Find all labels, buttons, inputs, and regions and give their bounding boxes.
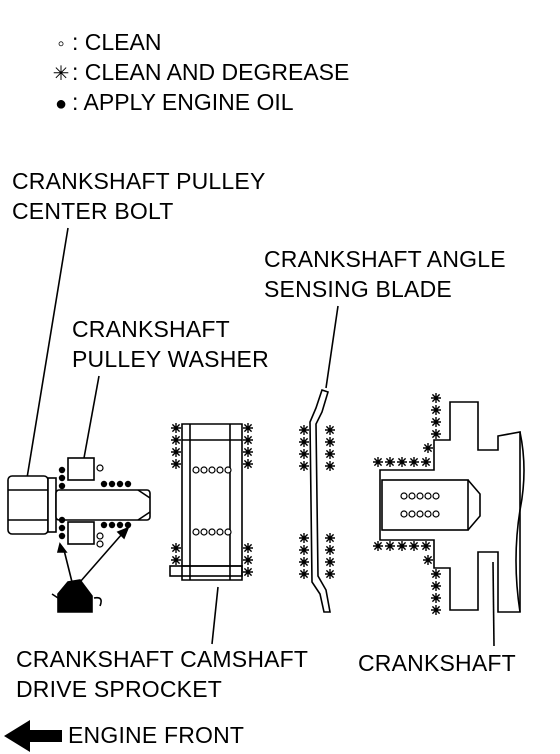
crankshaft-clean-circles	[400, 492, 440, 518]
pulley-washer	[67, 457, 95, 545]
legend-engine-oil: ●: APPLY ENGINE OIL	[50, 88, 294, 118]
asterisk-icon: ✳	[52, 63, 70, 85]
legend-clean-degrease: ✳: CLEAN AND DEGREASE	[50, 58, 350, 88]
sensing-blade	[309, 388, 331, 613]
filled-dot-icon: ●	[54, 93, 68, 115]
label-sensing-blade-line2: SENSING BLADE	[264, 276, 452, 302]
center-bolt	[7, 475, 151, 535]
bolt-oil-dots	[58, 466, 132, 540]
label-center-bolt-line1: CRANKSHAFT PULLEY	[12, 168, 266, 194]
label-sensing-blade-line1: CRANKSHAFT ANGLE	[264, 246, 506, 272]
label-sprocket-line2: DRIVE SPROCKET	[16, 676, 223, 702]
sprocket-degrease-asterisks	[170, 422, 254, 578]
crankshaft-body	[379, 401, 525, 613]
engine-front-arrow-icon	[4, 720, 62, 752]
label-engine-front: ENGINE FRONT	[68, 722, 245, 748]
label-sprocket-line1: CRANKSHAFT CAMSHAFT	[16, 646, 309, 672]
leader-lines	[26, 227, 495, 647]
label-pulley-washer-line2: PULLEY WASHER	[72, 346, 269, 372]
open-circle-icon: ◦	[57, 33, 65, 55]
sprocket-clean-circles	[192, 466, 232, 536]
legend-clean-text: : CLEAN	[72, 29, 162, 55]
legend-clean-degrease-text: : CLEAN AND DEGREASE	[72, 59, 350, 85]
label-crankshaft: CRANKSHAFT	[358, 650, 516, 676]
label-pulley-washer-line1: CRANKSHAFT	[72, 316, 230, 342]
legend-engine-oil-text: : APPLY ENGINE OIL	[72, 89, 294, 115]
label-center-bolt-line2: CENTER BOLT	[12, 198, 174, 224]
oil-can-icon	[51, 526, 130, 613]
legend-clean: ◦ : CLEAN	[50, 28, 161, 58]
washer-clean-circles	[96, 464, 104, 548]
drive-sprocket	[169, 423, 243, 581]
